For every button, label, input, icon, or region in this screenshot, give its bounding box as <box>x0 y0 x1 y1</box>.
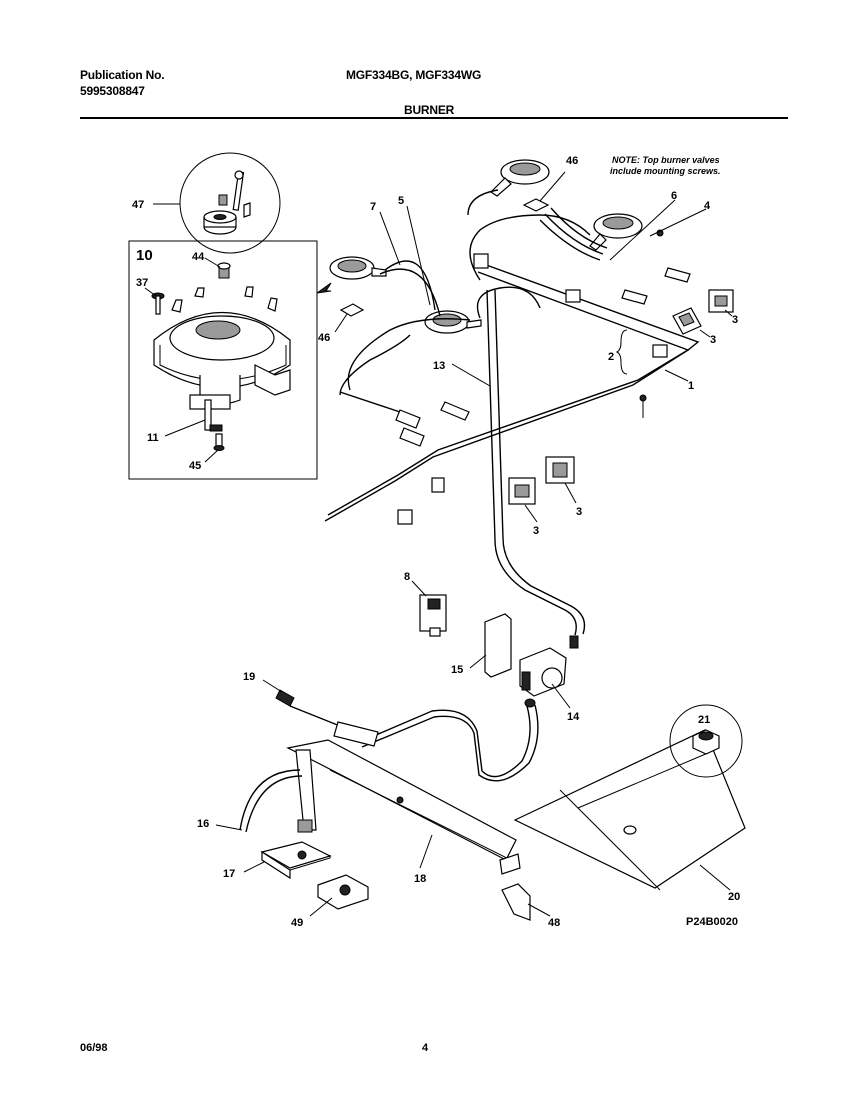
top-burner-right-front <box>589 213 643 251</box>
callout-4: 4 <box>704 200 711 212</box>
callout-45: 45 <box>189 460 201 472</box>
callout-3-d: 3 <box>576 506 582 518</box>
callout-15: 15 <box>451 664 463 676</box>
bracket-15 <box>484 613 512 678</box>
callout-19: 19 <box>243 671 255 683</box>
pressure-regulator <box>519 635 579 697</box>
callout-3-c: 3 <box>533 525 539 537</box>
top-burner-left-rear <box>329 256 387 280</box>
top-burner-center <box>424 310 482 334</box>
model-numbers: MGF334BG, MGF334WG <box>346 68 482 82</box>
footer-page-number: 4 <box>422 1042 429 1054</box>
publication-label: Publication No. <box>80 68 165 82</box>
callout-18: 18 <box>414 873 426 885</box>
bracket-48 <box>501 883 531 921</box>
callout-47: 47 <box>132 199 144 211</box>
callout-14: 14 <box>567 711 580 723</box>
callout-16: 16 <box>197 818 209 830</box>
pad-3-group <box>508 289 734 505</box>
publication-number: 5995308847 <box>80 84 145 98</box>
flame-spreader <box>513 729 746 891</box>
part-8 <box>419 594 447 637</box>
detail-circle-21 <box>669 704 743 778</box>
callout-48: 48 <box>548 917 560 929</box>
detail-circle-47 <box>179 152 281 254</box>
bracket-46-left <box>339 303 365 317</box>
callout-46-right: 46 <box>566 155 578 167</box>
detail-box-10: 10 <box>128 240 318 480</box>
callout-3-b: 3 <box>732 314 738 326</box>
callout-21: 21 <box>698 714 710 726</box>
manifold-pipe <box>324 253 700 525</box>
callout-20: 20 <box>728 891 740 903</box>
callout-49: 49 <box>291 917 303 929</box>
top-burner-right-rear <box>490 159 550 197</box>
diagram-code: P24B0020 <box>686 916 738 928</box>
callout-3-a: 3 <box>710 334 716 346</box>
callout-13: 13 <box>433 360 445 372</box>
callout-44: 44 <box>192 251 205 263</box>
callout-1: 1 <box>688 380 694 392</box>
manifold-valves <box>395 229 691 447</box>
oven-burner <box>286 739 521 875</box>
header-rule <box>80 117 788 119</box>
igniter-19 <box>275 689 379 747</box>
callout-7: 7 <box>370 201 376 213</box>
callout-46-left: 46 <box>318 332 330 344</box>
callout-11: 11 <box>147 432 159 444</box>
section-title: BURNER <box>404 103 455 117</box>
callout-2: 2 <box>608 351 614 363</box>
footer-date: 06/98 <box>80 1042 108 1054</box>
bracket-46-right <box>522 198 550 212</box>
note-line-2: include mounting screws. <box>610 166 721 176</box>
note-line-1: NOTE: Top burner valves <box>612 155 720 165</box>
callout-6: 6 <box>671 190 677 202</box>
callout-8: 8 <box>404 571 410 583</box>
callout-37: 37 <box>136 277 148 289</box>
callout-17: 17 <box>223 868 235 880</box>
callout-5: 5 <box>398 195 404 207</box>
oven-valve-17 <box>260 841 332 880</box>
callout-10: 10 <box>136 247 153 264</box>
